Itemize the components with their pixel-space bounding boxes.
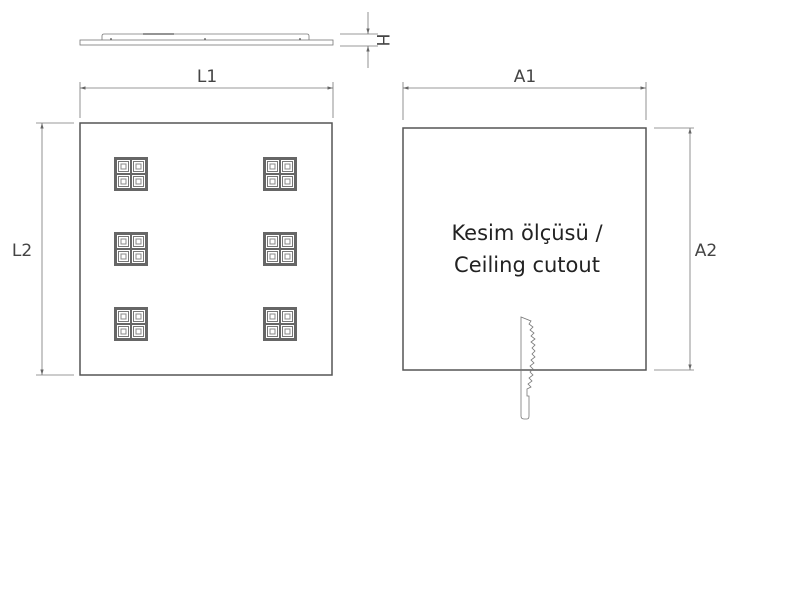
- dimension-l2-label: L2: [12, 241, 32, 261]
- led-module: [114, 157, 148, 191]
- panel-top-view: [79, 122, 333, 376]
- led-module: [114, 307, 148, 341]
- cutout-label-line2: Ceiling cutout: [454, 253, 600, 277]
- dimension-h-label: H: [372, 34, 392, 47]
- ceiling-cutout: [402, 127, 647, 371]
- led-module: [114, 232, 148, 266]
- side-view: H: [79, 12, 392, 68]
- dimension-l1-label: L1: [197, 67, 217, 87]
- dimension-a1: A1: [402, 67, 647, 120]
- dimension-a2-label: A2: [695, 241, 717, 261]
- led-module: [263, 232, 297, 266]
- dimension-a1-label: A1: [514, 67, 536, 87]
- dimension-a2: A2: [654, 127, 717, 371]
- led-module: [263, 157, 297, 191]
- led-module: [263, 307, 297, 341]
- jigsaw-blade-icon: [520, 316, 536, 420]
- dimension-l2: L2: [12, 122, 74, 376]
- cutout-label-line1: Kesim ölçüsü /: [451, 221, 603, 245]
- led-modules: [114, 157, 297, 341]
- dimension-l1: L1: [79, 67, 334, 118]
